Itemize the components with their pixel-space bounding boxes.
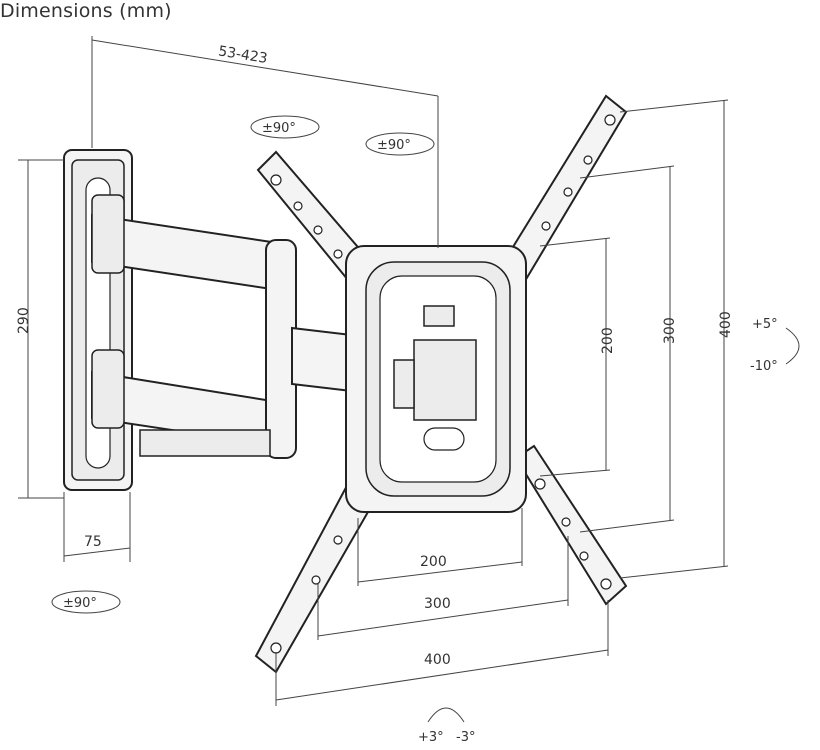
- svg-text:-10°: -10°: [750, 359, 778, 374]
- svg-text:-3°: -3°: [456, 730, 475, 745]
- label-vesa-v-400: 400: [718, 311, 734, 338]
- swivel-indicator-bottom-left: ±90°: [51, 590, 121, 614]
- dimension-lines: [18, 36, 729, 706]
- level-indicator: +3° -3°: [418, 707, 475, 745]
- svg-text:+3°: +3°: [418, 730, 444, 745]
- label-vesa-v-200: 200: [600, 327, 616, 354]
- label-wall-plate-height: 290: [16, 307, 32, 334]
- label-vesa-h-400: 400: [424, 652, 451, 668]
- svg-text:+5°: +5°: [752, 317, 778, 332]
- svg-text:±90°: ±90°: [63, 596, 97, 611]
- diagram-title: Dimensions (mm): [0, 0, 172, 22]
- vesa-arms: [254, 94, 628, 674]
- svg-text:±90°: ±90°: [262, 121, 296, 136]
- swivel-indicator-top-left: ±90°: [250, 115, 320, 139]
- swivel-indicator-top-right: ±90°: [365, 132, 435, 156]
- label-vesa-h-200: 200: [420, 554, 447, 570]
- tilt-indicator: +5° -10°: [750, 317, 800, 374]
- svg-text:±90°: ±90°: [377, 138, 411, 153]
- label-vesa-h-300: 300: [424, 596, 451, 612]
- label-wall-plate-depth: 75: [84, 534, 102, 550]
- center-plate: [345, 245, 527, 513]
- swing-arm: [91, 194, 361, 459]
- label-vesa-v-300: 300: [662, 317, 678, 344]
- label-arm-reach: 53-423: [217, 43, 268, 67]
